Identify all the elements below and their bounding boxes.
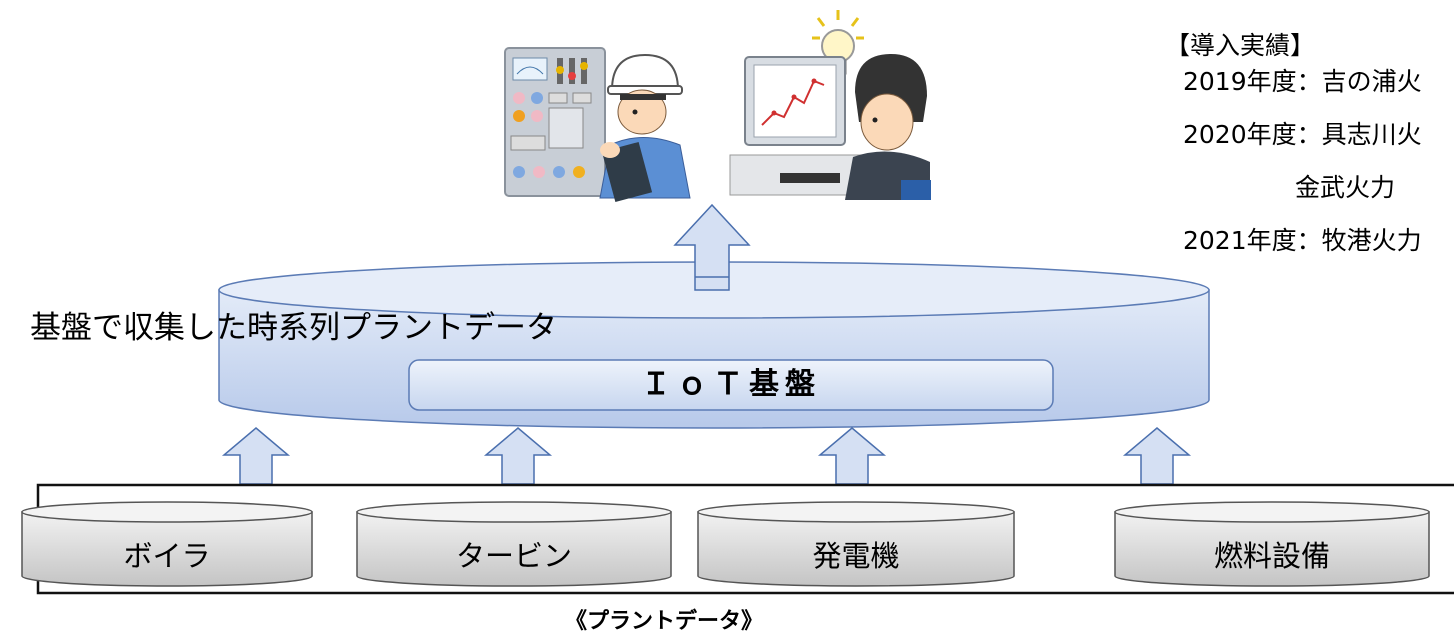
collected-data-text: 基盤で収集した時系列プラントデータ [30,310,557,346]
record-row-2020-b: 金武火力 [1295,173,1396,202]
up-arrow-boiler [221,427,291,485]
record-row-2020: 2020年度：具志川火 [1183,120,1422,149]
equipment-turbine: タービン [455,539,572,573]
up-arrow-generator [817,427,887,485]
up-arrow-main [673,203,751,291]
plant-data-caption-text: 《プラントデータ》 [565,609,764,634]
equipment-generator: 発電機 [812,539,900,573]
operator-icon [599,53,691,203]
record-title: 【導入実績】 [1165,31,1316,60]
up-arrow-fuel [1122,427,1192,485]
control-panel-icon [504,47,606,197]
equipment-boiler: ボイラ [123,539,211,573]
record-row-2019: 2019年度：吉の浦火 [1183,67,1422,96]
up-arrow-turbine [483,427,553,485]
record-row-2021: 2021年度：牧港火力 [1183,226,1422,255]
monitor-chart-icon [729,56,871,196]
equipment-fuel: 燃料設備 [1213,539,1330,573]
iot-platform-label: ＩｏＴ基盤 [641,367,821,402]
analyst-icon [845,54,931,200]
